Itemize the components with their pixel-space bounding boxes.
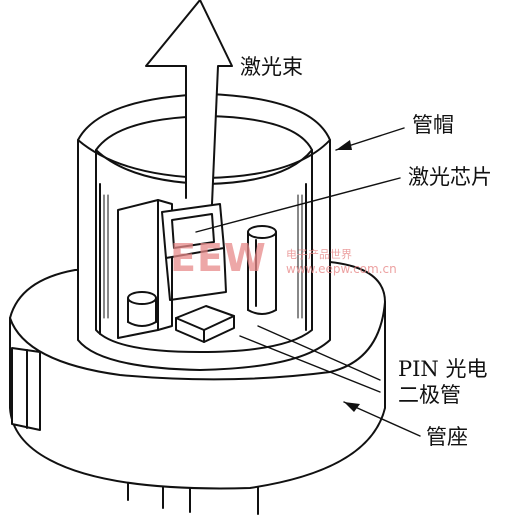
label-pin-photodiode-line2: 二极管 [398,383,461,407]
label-pin-photodiode-line1: PIN 光电 [398,357,488,381]
label-laser-beam: 激光束 [240,55,303,79]
cylinder-component [247,225,277,315]
leader-lines [195,127,421,437]
watermark-logo: EEW [170,236,267,280]
label-cap: 管帽 [412,113,454,137]
label-base: 管座 [426,425,468,449]
pin-photodiode-drawing [175,305,235,343]
small-capacitor [127,291,157,327]
watermark-url: www.eepw.com.cn [286,262,397,276]
laser-beam-arrow [145,0,233,205]
laser-chip-drawing [161,203,227,301]
label-laser-chip: 激光芯片 [408,165,492,189]
watermark-tagline: 电子产品世界 [286,248,352,261]
